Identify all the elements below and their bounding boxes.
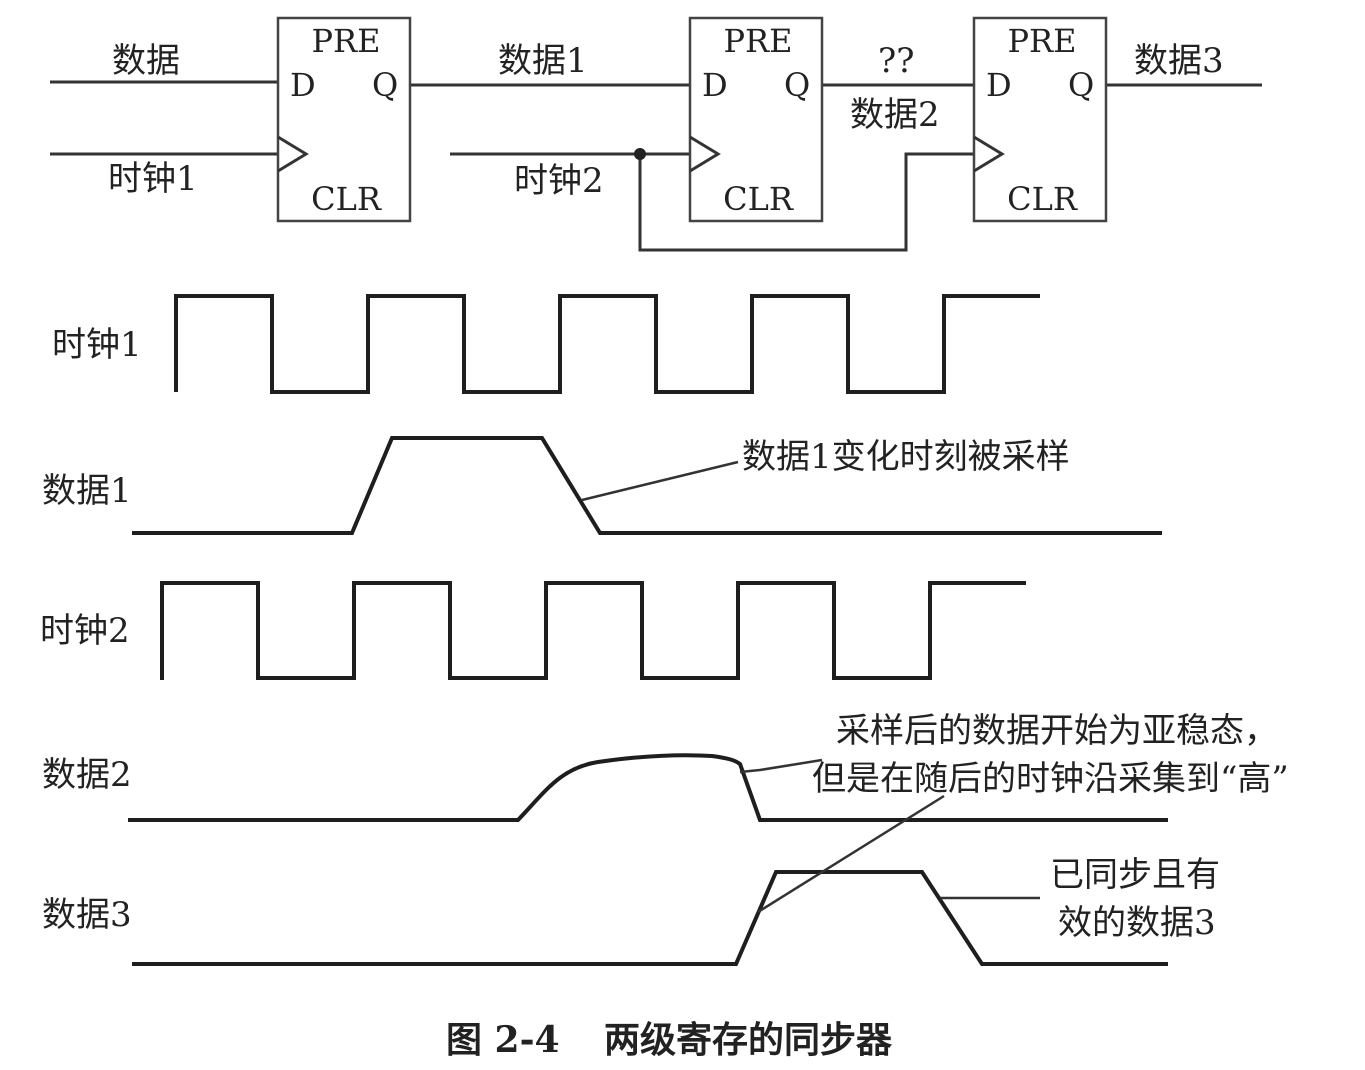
flipflop-2-body — [688, 16, 824, 223]
flipflop-1-pre: PRE — [312, 22, 381, 60]
flipflop-2-pre: PRE — [724, 22, 793, 60]
figure-caption: 图 2-4 两级寄存的同步器 — [446, 1019, 893, 1061]
flipflop-1-clock-triangle — [277, 135, 309, 173]
data1-note: 数据1变化时刻被采样 — [742, 437, 1070, 477]
clock2-branch-wire — [638, 152, 974, 252]
flipflop-3-clock-triangle — [973, 135, 1005, 173]
flipflop-2-q: Q — [784, 66, 810, 104]
data3-note-line2: 效的数据3 — [1058, 903, 1216, 943]
data2-waveform — [128, 753, 1168, 822]
timing-label-clock2: 时钟2 — [40, 611, 130, 651]
data1-waveform — [132, 436, 1162, 535]
flipflop-2-clr: CLR — [723, 180, 794, 218]
clock2-junction-dot — [634, 148, 646, 160]
flipflop-1-d: D — [290, 66, 316, 104]
data3-note-line1: 已同步且有 — [1050, 855, 1220, 895]
data2-note-leader-a — [739, 758, 823, 774]
data2-wire-label: 数据2 — [850, 95, 940, 135]
flipflop-3-clr: CLR — [1007, 180, 1078, 218]
flipflop-3-pre: PRE — [1008, 22, 1077, 60]
flipflop-1-clr: CLR — [311, 180, 382, 218]
timing-label-clock1: 时钟1 — [52, 325, 142, 365]
flipflop-1-body — [276, 16, 412, 223]
data2-note-line1: 采样后的数据开始为亚稳态， — [836, 711, 1278, 751]
flipflop-3: PRE D Q CLR — [972, 16, 1108, 223]
clock2-wire-label: 时钟2 — [514, 161, 604, 201]
figure-number: 图 2-4 — [446, 1019, 560, 1061]
flipflop-1-q: Q — [372, 66, 398, 104]
flipflop-3-d: D — [986, 66, 1012, 104]
flipflop-1: PRE D Q CLR — [276, 16, 412, 223]
input-data-label: 数据 — [112, 41, 180, 81]
data1-note-leader — [581, 460, 739, 502]
timing-label-data2: 数据2 — [42, 755, 132, 795]
timing-label-data1: 数据1 — [42, 471, 132, 511]
clock1-waveform — [174, 294, 1040, 394]
data3-wire-label: 数据3 — [1134, 41, 1224, 81]
figure-title: 两级寄存的同步器 — [604, 1019, 893, 1061]
clock2-waveform — [160, 581, 1026, 680]
flipflop-2: PRE D Q CLR — [688, 16, 824, 223]
flipflop-2-clock-triangle — [689, 135, 721, 173]
flipflop-2-d: D — [702, 66, 728, 104]
unknown-value-label: ?? — [878, 41, 914, 81]
data1-wire-label: 数据1 — [498, 41, 588, 81]
timing-diagram: 时钟1 数据1 时钟2 数据2 数据3 数据1变化时刻被采样 采样后的数据开始为… — [40, 294, 1289, 966]
data3-waveform — [132, 870, 1168, 966]
data2-note-line2: 但是在随后的时钟沿采集到“高” — [812, 759, 1289, 799]
data2-note-leader-b — [757, 794, 945, 914]
circuit-schematic: PRE D Q CLR PRE D Q CLR PRE D Q CLR 数据 时… — [50, 16, 1262, 252]
flipflop-3-q: Q — [1068, 66, 1094, 104]
flipflop-3-body — [972, 16, 1108, 223]
clock1-wire-label: 时钟1 — [108, 159, 198, 199]
timing-label-data3: 数据3 — [42, 895, 132, 935]
